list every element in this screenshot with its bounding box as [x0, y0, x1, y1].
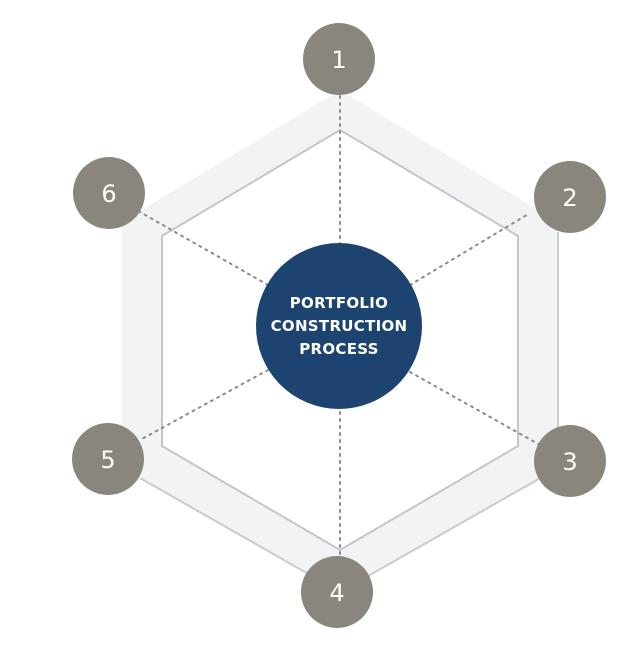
center-label-line2: CONSTRUCTION [271, 317, 408, 335]
step-node-2: 2 [534, 161, 606, 233]
center-node: PORTFOLIO CONSTRUCTION PROCESS [256, 243, 422, 409]
step-circle [534, 161, 606, 233]
step-node-3: 3 [534, 425, 606, 497]
hexagon-inner-edge [161, 128, 519, 552]
step-circle [301, 556, 373, 628]
step-circle [534, 425, 606, 497]
step-number: 3 [562, 448, 577, 476]
step-node-1: 1 [303, 23, 375, 95]
step-number: 5 [100, 446, 115, 474]
step-circle [303, 23, 375, 95]
step-number: 2 [562, 184, 577, 212]
step-node-5: 5 [72, 423, 144, 495]
center-label-line1: PORTFOLIO [290, 294, 388, 312]
center-circle [256, 243, 422, 409]
step-number: 4 [329, 579, 344, 607]
spokes [139, 94, 541, 561]
step-node-4: 4 [301, 556, 373, 628]
step-number: 6 [101, 180, 116, 208]
step-circle [72, 423, 144, 495]
step-number: 1 [331, 46, 346, 74]
center-label-line3: PROCESS [299, 340, 379, 358]
step-node-6: 6 [73, 157, 145, 229]
spoke-5 [139, 369, 269, 441]
spoke-2 [409, 212, 531, 286]
step-circle [73, 157, 145, 229]
hexagon-outer-edge [139, 232, 559, 594]
